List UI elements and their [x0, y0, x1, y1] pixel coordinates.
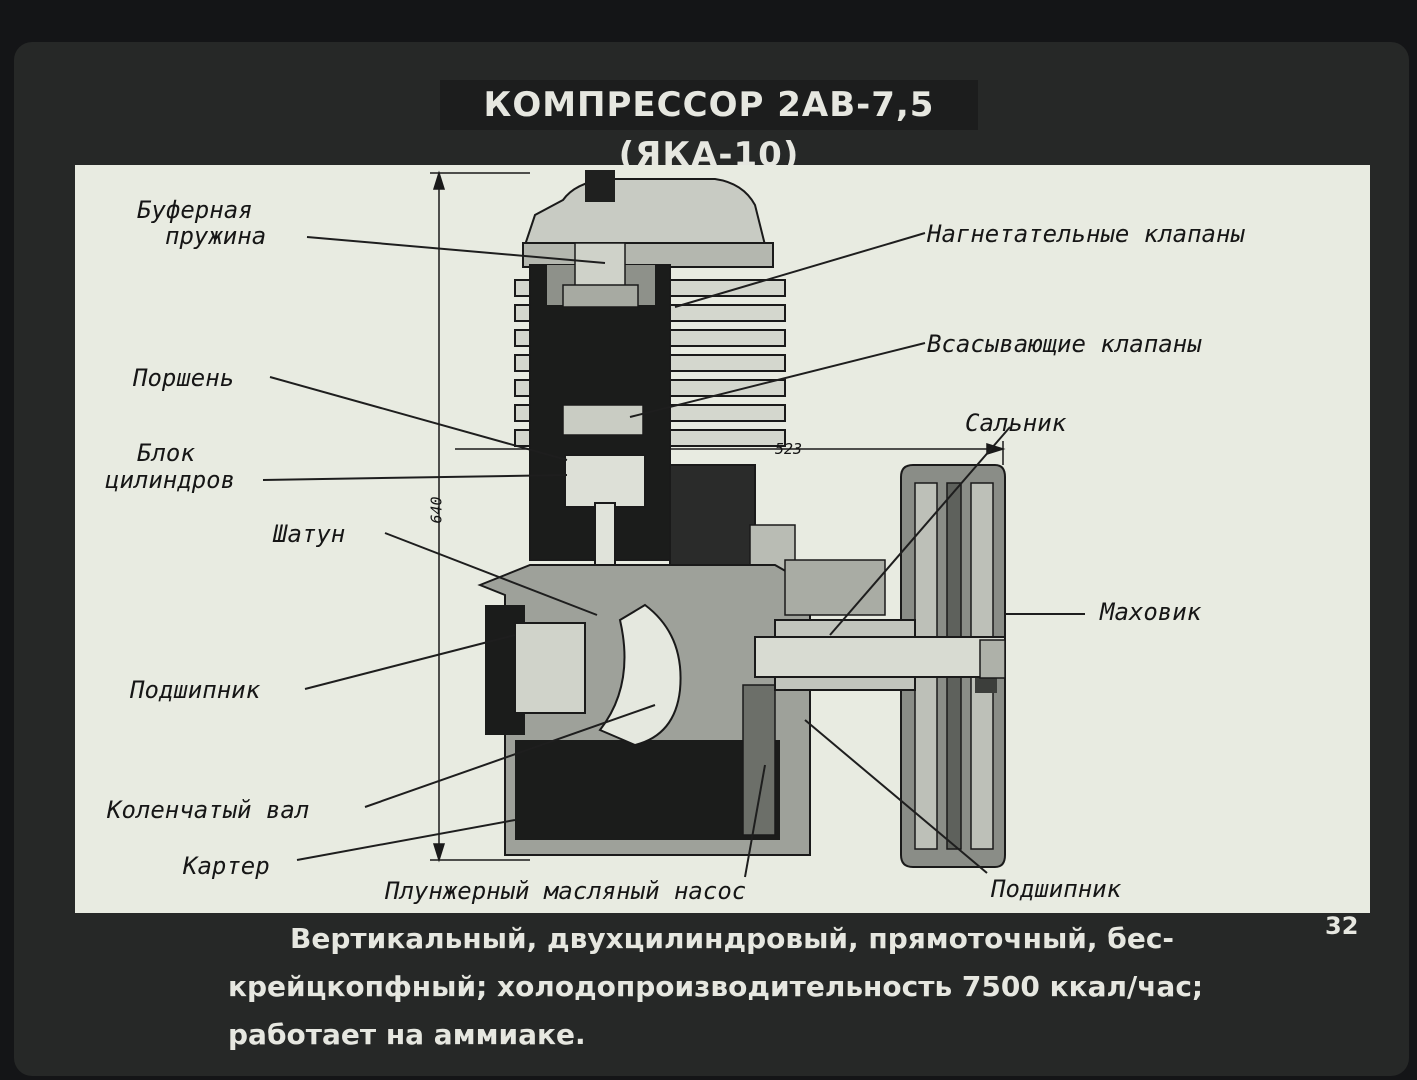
label-connecting-rod: Шатун: [273, 520, 346, 548]
label-crankcase: Картер: [183, 852, 270, 880]
label-bearing-right: Подшипник: [991, 875, 1122, 903]
diagram-panel: Буферная пружина Нагнетательные клапаны …: [75, 165, 1370, 913]
label-bearing-left: Подшипник: [130, 676, 261, 704]
slide-title: КОМПРЕССОР 2АВ-7,5 (ЯКА-10): [440, 80, 978, 175]
caption-line-2: крейцкопфный; холодопроизводительность 7…: [228, 970, 1204, 1003]
label-cylinder-block-2: цилиндров: [105, 466, 236, 494]
caption-line-1: Вертикальный, двухцилиндровый, прямоточн…: [290, 922, 1175, 955]
page-number: 32: [1325, 912, 1359, 940]
label-flywheel: Маховик: [1100, 598, 1202, 626]
label-cylinder-block-1: Блок: [137, 439, 195, 467]
label-discharge-valves: Нагнетательные клапаны: [927, 220, 1245, 248]
compressor-drawing: [262, 170, 1085, 878]
caption-line-3: работает на аммиаке.: [228, 1018, 586, 1051]
dimension-640-line: [430, 170, 530, 863]
crankcase-part: [477, 559, 1006, 856]
label-buffer-spring-1: Буферная: [137, 196, 253, 224]
dimension-640-label: 640: [427, 496, 446, 524]
label-piston: Поршень: [133, 364, 235, 392]
leader-lines: [262, 232, 1085, 878]
label-gland: Сальник: [965, 409, 1067, 437]
dimension-523-label: 523: [775, 440, 803, 458]
label-suction-valves: Всасывающие клапаны: [927, 330, 1202, 358]
label-buffer-spring-2: пружина: [165, 222, 267, 250]
slide-caption: Вертикальный, двухцилиндровый, прямоточн…: [228, 915, 1218, 1059]
label-oil-pump: Плунжерный масляный насос: [385, 877, 747, 905]
label-crankshaft: Коленчатый вал: [107, 796, 310, 824]
